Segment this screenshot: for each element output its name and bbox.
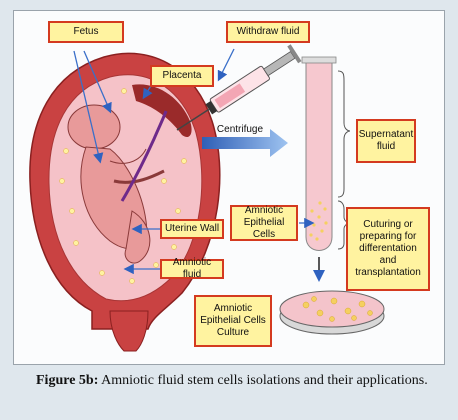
fetus-figure bbox=[67, 104, 165, 264]
pointer-fetus bbox=[73, 50, 104, 164]
petri-dish bbox=[279, 290, 385, 335]
caption-figure-label: Figure 5b: bbox=[36, 373, 99, 388]
amniotic-fluid-cells bbox=[59, 88, 187, 284]
figure-frame: Fetus Withdraw fluid Placenta Centrifuge… bbox=[13, 10, 445, 365]
label-amniotic-epithelial-cells: Amniotic Epithelial Cells bbox=[230, 205, 298, 241]
caption-text: Amniotic fluid stem cells isolations and… bbox=[98, 373, 428, 388]
umbilical-cord bbox=[120, 110, 168, 202]
label-cells-culture: Amniotic Epithelial Cells Culture bbox=[194, 295, 272, 347]
label-culturing: Cuturing or preparing for differentation… bbox=[346, 207, 430, 291]
label-uterine-wall: Uterine Wall bbox=[160, 219, 224, 239]
label-centrifuge: Centrifuge bbox=[216, 124, 264, 135]
cervix bbox=[109, 310, 149, 352]
centrifuge-arrow bbox=[202, 129, 288, 157]
pointer-fetus-2 bbox=[83, 50, 112, 114]
supernatant-bracket bbox=[337, 70, 351, 198]
label-withdraw-fluid: Withdraw fluid bbox=[226, 21, 310, 43]
label-supernatant: Supernatant fluid bbox=[356, 119, 416, 163]
syringe bbox=[176, 44, 302, 131]
pointer-withdraw bbox=[217, 48, 235, 82]
figure-caption: Figure 5b: Amniotic fluid stem cells iso… bbox=[36, 372, 436, 389]
amniocentesis-illustration bbox=[29, 44, 385, 352]
label-amniotic-fluid: Amniotic fluid bbox=[160, 257, 224, 280]
label-fetus: Fetus bbox=[48, 21, 124, 43]
label-placenta: Placenta bbox=[150, 65, 214, 87]
test-tube bbox=[305, 58, 333, 251]
